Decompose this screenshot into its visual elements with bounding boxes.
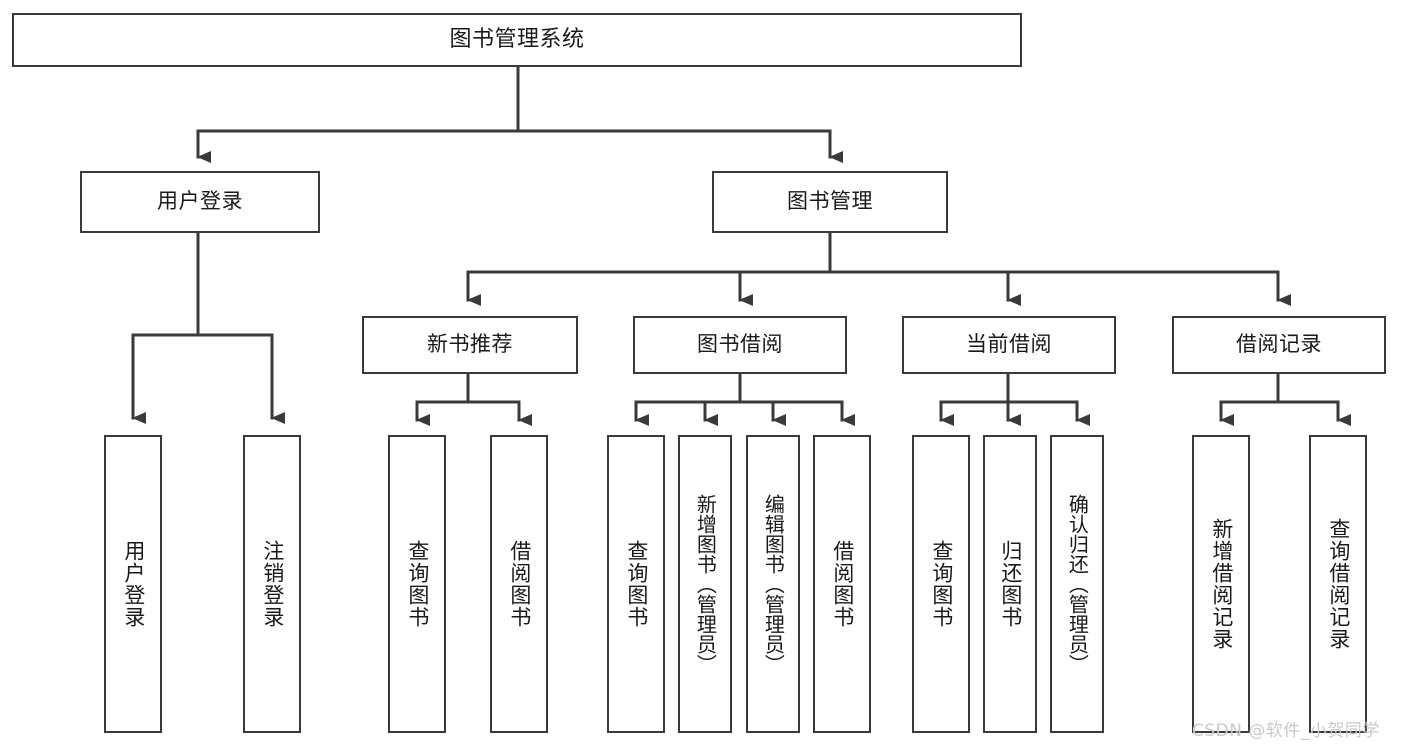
node-label: 查询图书 [929, 540, 954, 628]
node-label: 编辑图书（管理员） [761, 494, 786, 674]
node-label: 新书推荐 [427, 332, 513, 357]
leaf-borrow-book-recommend[interactable]: 借阅图书 [490, 435, 548, 733]
node-label: 图书管理系统 [449, 26, 585, 52]
leaf-query-book-current[interactable]: 查询图书 [912, 435, 970, 733]
node-new-book-recommend[interactable]: 新书推荐 [362, 316, 578, 374]
leaf-add-borrow-record[interactable]: 新增借阅记录 [1192, 435, 1250, 733]
node-label: 查询借阅记录 [1326, 518, 1351, 650]
node-label: 查询图书 [405, 540, 430, 628]
leaf-add-book-admin[interactable]: 新增图书（管理员） [678, 435, 732, 733]
node-label: 用户登录 [121, 540, 146, 628]
node-label: 查询图书 [624, 540, 649, 628]
node-label: 注销登录 [260, 540, 285, 628]
node-label: 借阅图书 [507, 540, 532, 628]
node-book-borrow[interactable]: 图书借阅 [633, 316, 847, 374]
node-label: 借阅图书 [830, 540, 855, 628]
node-label: 确认归还（管理员） [1065, 494, 1090, 674]
node-label: 图书借阅 [697, 332, 783, 357]
node-label: 当前借阅 [966, 332, 1052, 357]
node-book-management[interactable]: 图书管理 [712, 171, 948, 233]
csdn-watermark: CSDN @软件_小贺同学 [1192, 721, 1380, 741]
node-label: 新增图书（管理员） [693, 494, 718, 674]
node-label: 新增借阅记录 [1209, 518, 1234, 650]
leaf-confirm-return-admin[interactable]: 确认归还（管理员） [1050, 435, 1104, 733]
node-label: 用户登录 [157, 189, 243, 214]
leaf-edit-book-admin[interactable]: 编辑图书（管理员） [746, 435, 800, 733]
node-root-library-system[interactable]: 图书管理系统 [12, 13, 1022, 67]
node-label: 图书管理 [787, 189, 873, 214]
leaf-query-book-recommend[interactable]: 查询图书 [388, 435, 446, 733]
node-user-login[interactable]: 用户登录 [80, 171, 320, 233]
node-current-borrow[interactable]: 当前借阅 [902, 316, 1116, 374]
leaf-query-book-borrow[interactable]: 查询图书 [607, 435, 665, 733]
node-borrow-record[interactable]: 借阅记录 [1172, 316, 1386, 374]
leaf-return-book[interactable]: 归还图书 [983, 435, 1037, 733]
leaf-user-logout[interactable]: 注销登录 [243, 435, 301, 733]
node-label: 借阅记录 [1236, 332, 1322, 357]
node-label: 归还图书 [998, 540, 1023, 628]
leaf-query-borrow-record[interactable]: 查询借阅记录 [1309, 435, 1367, 733]
leaf-user-login[interactable]: 用户登录 [104, 435, 162, 733]
leaf-borrow-book[interactable]: 借阅图书 [813, 435, 871, 733]
